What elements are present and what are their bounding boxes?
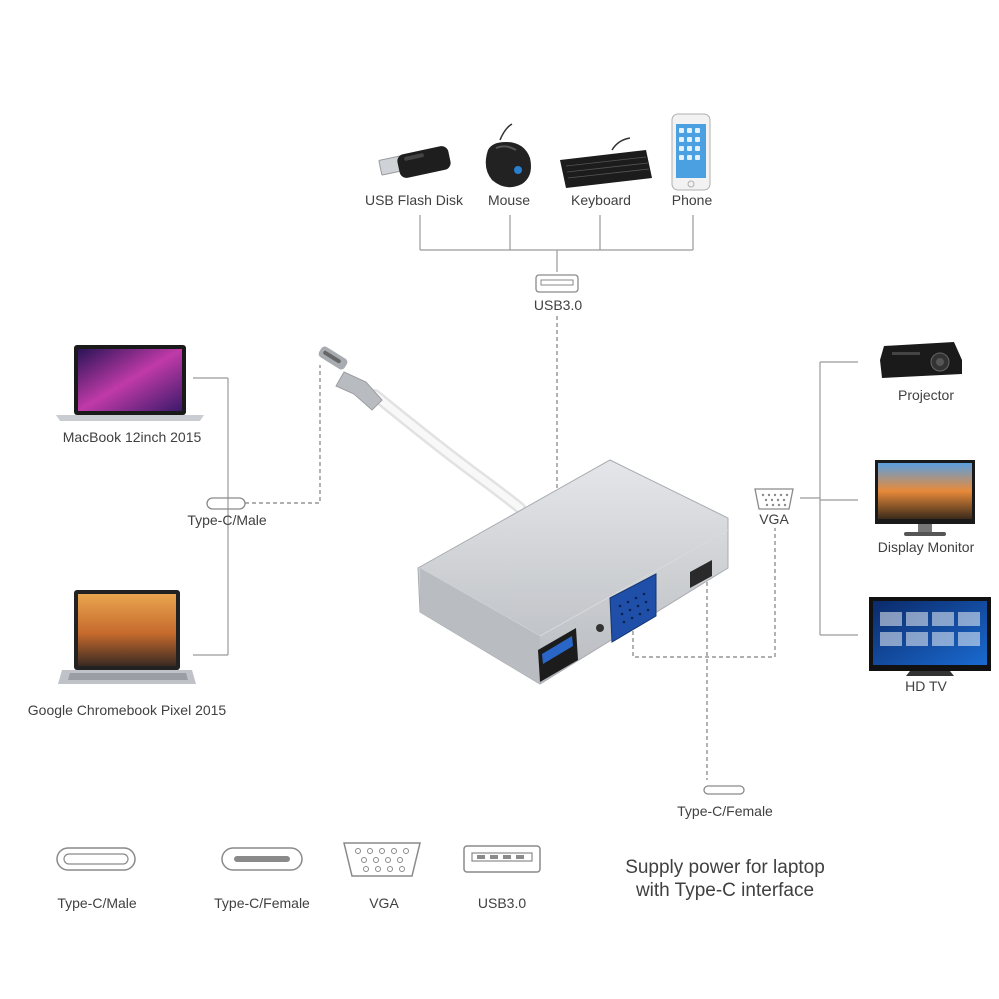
usb-flash-disk-icon <box>378 146 451 178</box>
vga-port-icon <box>754 488 794 510</box>
type-c-female-label: Type-C/Female <box>677 803 773 819</box>
phone-label: Phone <box>671 192 713 208</box>
mouse-label: Mouse <box>487 192 531 208</box>
type-c-female-port-icon <box>703 785 745 795</box>
legend-type-c-female-label: Type-C/Female <box>214 895 310 911</box>
keyboard-label: Keyboard <box>571 192 631 208</box>
chromebook-label: Google Chromebook Pixel 2015 <box>27 702 227 718</box>
laptop-bracket <box>193 377 229 656</box>
projector-label: Projector <box>897 387 955 403</box>
usb-flash-disk-label: USB Flash Disk <box>364 192 464 208</box>
chromebook-icon <box>58 590 196 684</box>
projector-icon <box>880 342 962 378</box>
adapter-body <box>417 459 729 685</box>
vga-label: VGA <box>759 511 789 527</box>
mouse-icon <box>485 123 531 188</box>
legend-vga-label: VGA <box>369 895 399 911</box>
macbook-label: MacBook 12inch 2015 <box>62 429 202 445</box>
display-bracket <box>800 361 858 636</box>
legend-usb3-label: USB3.0 <box>477 895 527 911</box>
legend-usb3-icon <box>463 845 541 873</box>
adapter-audio-port <box>596 624 604 632</box>
adapter-usb-port <box>538 628 578 682</box>
legend-type-c-male-icon <box>56 847 136 871</box>
power-note-line1: Supply power for laptop <box>625 857 825 878</box>
usb3-label: USB3.0 <box>533 297 583 313</box>
adapter-vga-port <box>609 573 657 643</box>
hd-tv-label: HD TV <box>905 678 947 694</box>
legend-type-c-female-icon <box>221 847 303 871</box>
legend-type-c-male-label: Type-C/Male <box>57 895 137 911</box>
adapter-cable <box>318 346 526 514</box>
type-c-male-port-icon <box>206 497 246 510</box>
power-note-line2: with Type-C interface <box>635 880 815 901</box>
adapter-type-c-port <box>690 560 712 588</box>
keyboard-icon <box>560 137 652 188</box>
macbook-icon <box>56 345 204 421</box>
display-monitor-icon <box>875 460 975 536</box>
display-monitor-label: Display Monitor <box>877 539 975 555</box>
phone-icon <box>671 113 711 191</box>
legend-vga-icon <box>343 842 421 877</box>
hd-tv-icon <box>869 597 991 676</box>
usb3-port-icon <box>535 274 579 293</box>
power-note: Supply power for laptop with Type-C inte… <box>625 856 825 902</box>
type-c-male-label: Type-C/Male <box>187 512 267 528</box>
usb-device-bracket <box>419 215 694 272</box>
